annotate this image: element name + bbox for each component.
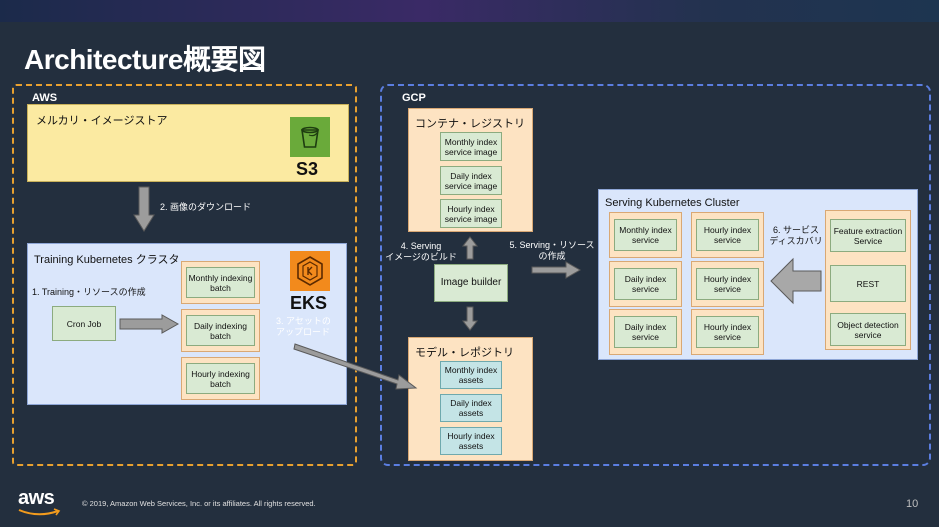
- aws-group-label: AWS: [32, 92, 58, 104]
- rest-box: REST: [830, 265, 906, 302]
- hourly-assets-box: Hourly index assets: [440, 427, 502, 455]
- page-number: 10: [906, 498, 919, 510]
- serving-cluster-title: Serving Kubernetes Cluster: [605, 197, 740, 209]
- eks-icon: [290, 251, 330, 291]
- build-label: 4. Serving イメージのビルド: [385, 241, 457, 262]
- discovery-arrow: [770, 257, 822, 305]
- upload-label: 3. アセットの アップロード: [276, 316, 331, 337]
- serving-label: 5. Serving・リソース の作成: [509, 240, 595, 261]
- aws-group: [12, 84, 357, 466]
- builder-to-registry-arrow: [461, 236, 479, 260]
- serving-arrow: [531, 261, 582, 279]
- container-registry-title: コンテナ・レジストリ: [415, 118, 525, 130]
- hourly-service-box: Hourly index service: [696, 219, 759, 251]
- image-store-title: メルカリ・イメージストア: [36, 115, 168, 127]
- s3-bucket-icon: [290, 117, 330, 157]
- feature-extraction-box: Feature extraction Service: [830, 219, 906, 252]
- cron-to-batch-arrow: [119, 314, 180, 334]
- discovery-label: 6. サービス ディスカバリ: [769, 225, 823, 246]
- monthly-assets-box: Monthly index assets: [440, 361, 502, 389]
- gcp-group-label: GCP: [402, 92, 426, 104]
- training-step-label: 1. Training・リソースの作成: [32, 287, 146, 297]
- object-detection-box: Object detection service: [830, 313, 906, 346]
- daily-assets-box: Daily index assets: [440, 394, 502, 422]
- monthly-batch-box: Monthly indexing batch: [186, 267, 255, 298]
- slide-title: Architecture概要図: [24, 44, 266, 75]
- monthly-service-box: Monthly index service: [614, 219, 677, 251]
- daily-service-box: Daily index service: [614, 268, 677, 300]
- gcp-group: [380, 84, 931, 466]
- upload-arrow: [293, 343, 418, 390]
- aws-logo: aws: [18, 487, 55, 509]
- download-arrow: [133, 186, 155, 232]
- eks-label: EKS: [290, 293, 328, 313]
- training-cluster-title: Training Kubernetes クラスタ: [34, 254, 180, 266]
- model-registry-title: モデル・レポジトリ: [415, 347, 514, 359]
- copyright-footer: © 2019, Amazon Web Services, Inc. or its…: [82, 499, 316, 508]
- download-label: 2. 画像のダウンロード: [160, 202, 252, 212]
- top-banner: [0, 0, 939, 22]
- daily-service-box: Daily index service: [614, 316, 677, 348]
- hourly-batch-box: Hourly indexing batch: [186, 363, 255, 394]
- daily-image-box: Daily index service image: [440, 166, 502, 195]
- s3-label: S3: [296, 159, 319, 179]
- daily-batch-box: Daily indexing batch: [186, 315, 255, 346]
- hourly-service-box: Hourly index service: [696, 268, 759, 300]
- hourly-image-box: Hourly index service image: [440, 199, 502, 228]
- monthly-image-box: Monthly index service image: [440, 132, 502, 161]
- builder-to-model-arrow: [461, 306, 479, 331]
- image-builder-box: Image builder: [434, 264, 508, 302]
- aws-smile-icon: [18, 508, 61, 516]
- hourly-service-box: Hourly index service: [696, 316, 759, 348]
- cron-job-box: Cron Job: [52, 306, 116, 341]
